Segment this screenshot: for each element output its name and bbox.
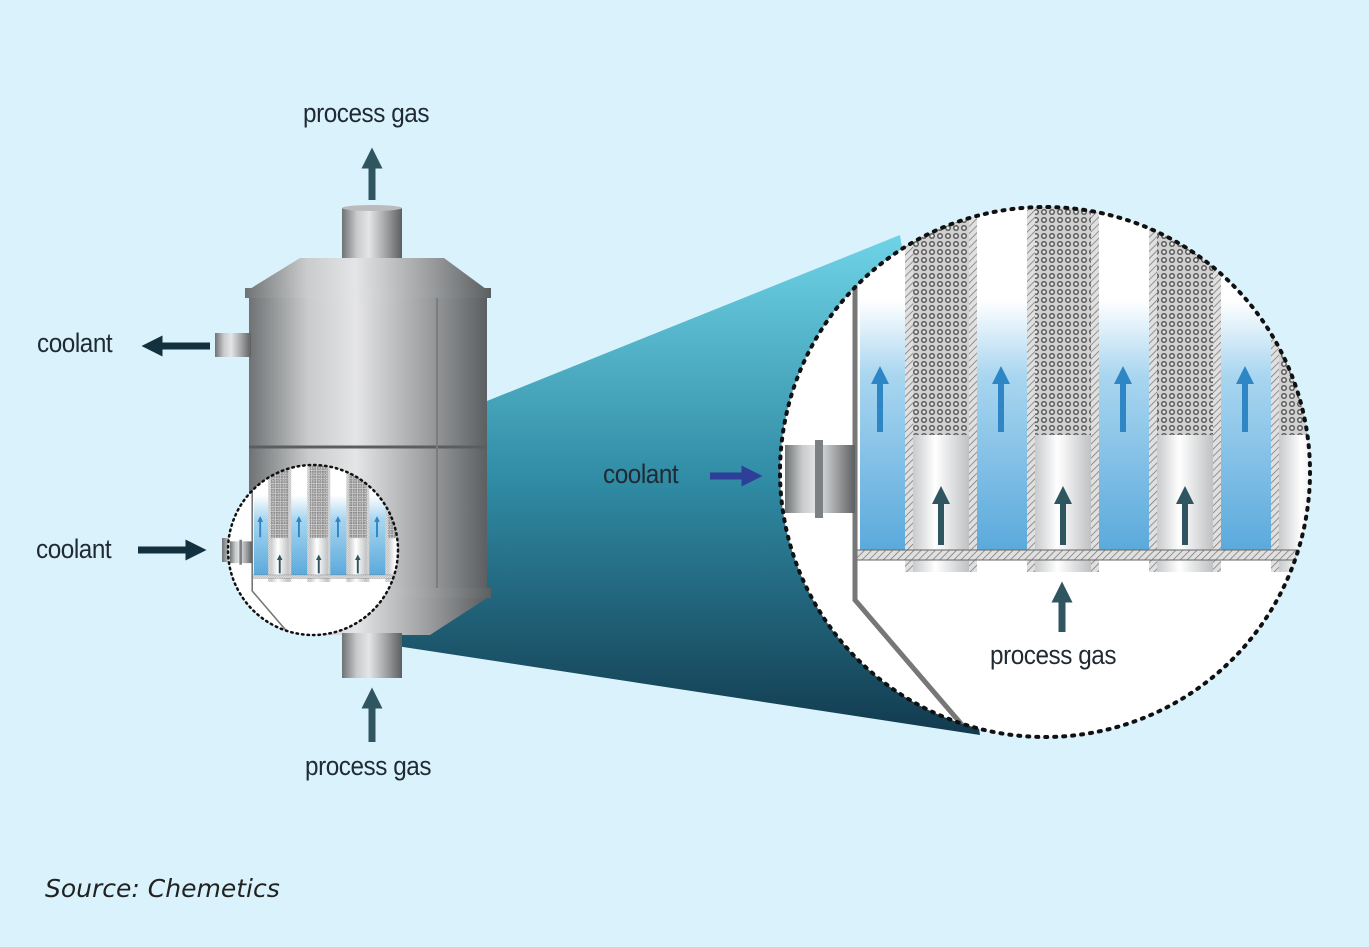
- detail-coolant-label: coolant: [603, 459, 679, 489]
- process-gas-inlet-label: process gas: [305, 751, 432, 781]
- process-gas-outlet-label: process gas: [303, 98, 430, 128]
- coolant-inlet-label: coolant: [36, 534, 112, 564]
- magnified-detail-circle: [778, 205, 1312, 739]
- detail-process-gas-label: process gas: [990, 640, 1117, 670]
- source-caption: Source: Chemetics: [45, 874, 280, 903]
- coolant-outlet-label: coolant: [37, 328, 113, 358]
- small-detail-circle: [226, 463, 400, 637]
